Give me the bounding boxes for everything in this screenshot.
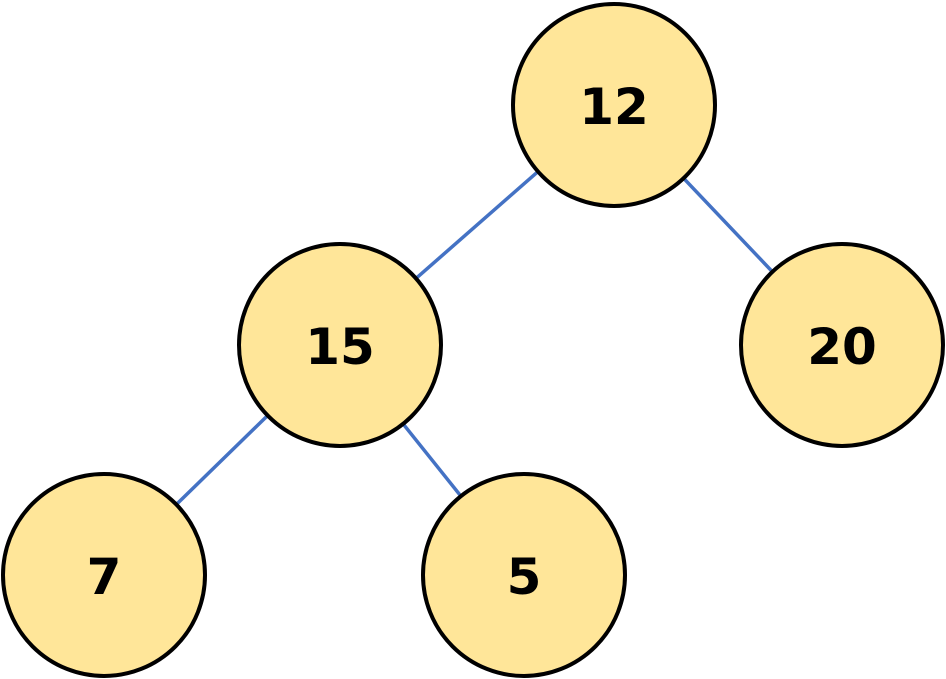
tree-node-12: 12	[511, 2, 717, 208]
node-circle	[739, 242, 945, 448]
node-circle	[421, 472, 627, 678]
node-value-label: 20	[807, 318, 877, 376]
tree-node-20: 20	[739, 242, 945, 448]
node-value-label: 12	[579, 78, 649, 136]
node-circle	[237, 242, 443, 448]
node-value-label: 5	[507, 548, 542, 606]
tree-node-15: 15	[237, 242, 443, 448]
node-circle	[1, 472, 207, 678]
tree-node-5: 5	[421, 472, 627, 678]
tree-node-7: 7	[1, 472, 207, 678]
node-circle	[511, 2, 717, 208]
node-value-label: 15	[305, 318, 375, 376]
node-value-label: 7	[87, 548, 122, 606]
